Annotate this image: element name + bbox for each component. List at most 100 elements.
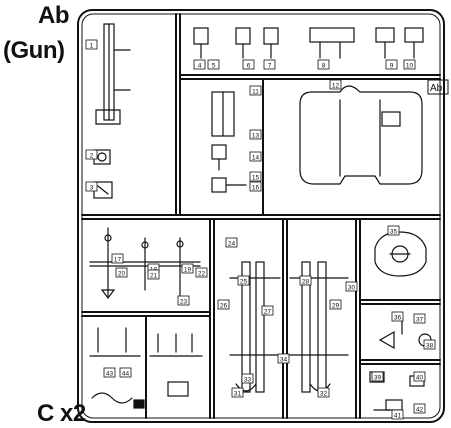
- part-number-label: 9: [390, 63, 394, 70]
- sprue-name-heading: (Gun): [3, 37, 65, 64]
- part-tag-28: 28: [299, 275, 312, 286]
- part-tag-27: 27: [261, 305, 274, 316]
- part-tag-26: 26: [217, 299, 230, 310]
- part-number-tags: 1234567891011121314151617181920212223242…: [85, 39, 436, 420]
- part-tag-3: 3: [85, 181, 98, 192]
- part-tag-30: 30: [345, 281, 358, 292]
- part-number-label: 19: [184, 267, 192, 274]
- part-tag-37: 37: [413, 313, 426, 324]
- part-number-label: 42: [416, 407, 424, 414]
- part-number-label: 36: [394, 315, 402, 322]
- part-number-label: 2: [90, 153, 94, 160]
- part-number-label: 29: [332, 303, 340, 310]
- part-tag-44: 44: [119, 367, 132, 378]
- part-number-label: 22: [198, 271, 206, 278]
- part-number-label: 12: [332, 83, 340, 90]
- part-tag-21: 21: [147, 269, 160, 280]
- part-tag-14: 14: [249, 151, 262, 162]
- part-number-label: 31: [234, 391, 242, 398]
- part-tag-23: 23: [177, 295, 190, 306]
- part-number-label: 26: [220, 303, 228, 310]
- part-number-label: 25: [240, 279, 248, 286]
- part-tag-8: 8: [317, 59, 330, 70]
- part-number-label: 39: [374, 375, 382, 382]
- part-number-label: 17: [114, 257, 122, 264]
- part-number-label: 43: [106, 371, 114, 378]
- lower-left-parts: [89, 227, 201, 299]
- part-tag-10: 10: [403, 59, 416, 70]
- part-number-label: 40: [416, 375, 424, 382]
- part-tag-2: 2: [85, 149, 98, 160]
- gun-cradle-part: [299, 85, 423, 185]
- part-number-label: 38: [426, 343, 434, 350]
- part-number-label: 6: [247, 63, 251, 70]
- part-tag-13: 13: [249, 129, 262, 140]
- part-tag-38: 38: [423, 339, 436, 350]
- part-number-label: 27: [264, 309, 272, 316]
- barrel-part: [95, 23, 131, 125]
- part-tag-19: 19: [181, 263, 194, 274]
- part-tag-31: 31: [231, 387, 244, 398]
- sprue-tag-text: Ab: [430, 83, 443, 94]
- part-number-label: 33: [244, 377, 252, 384]
- part-tag-40: 40: [413, 371, 426, 382]
- part-tag-4: 4: [193, 59, 206, 70]
- part-tag-35: 35: [387, 225, 400, 236]
- part-number-label: 41: [394, 413, 402, 420]
- part-number-label: 28: [302, 279, 310, 286]
- part-tag-17: 17: [111, 253, 124, 264]
- part-number-label: 44: [122, 371, 130, 378]
- part-number-label: 13: [252, 133, 260, 140]
- part-tag-15: 15: [249, 171, 262, 182]
- part-tag-32: 32: [317, 387, 330, 398]
- part-tag-24: 24: [225, 237, 238, 248]
- part-number-label: 5: [212, 63, 216, 70]
- part-tag-36: 36: [391, 311, 404, 322]
- part-number-label: 4: [198, 63, 202, 70]
- top-row-parts: [193, 27, 424, 59]
- part-number-label: 3: [90, 185, 94, 192]
- part-tag-39: 39: [371, 371, 384, 382]
- part-tag-42: 42: [413, 403, 426, 414]
- part-tag-29: 29: [329, 299, 342, 310]
- part-number-label: 11: [252, 89, 259, 96]
- part-number-label: 1: [90, 43, 94, 50]
- part-tag-9: 9: [385, 59, 398, 70]
- part-tag-22: 22: [195, 267, 208, 278]
- part-number-label: 23: [180, 299, 188, 306]
- part-tag-20: 20: [115, 267, 128, 278]
- part-tag-34: 34: [277, 353, 290, 364]
- part-tag-43: 43: [103, 367, 116, 378]
- part-number-label: 21: [150, 273, 158, 280]
- gear-part: [374, 231, 427, 277]
- part-number-label: 35: [390, 229, 398, 236]
- part-number-label: 24: [228, 241, 236, 248]
- part-number-label: 16: [252, 185, 260, 192]
- part-tag-7: 7: [263, 59, 276, 70]
- part-tag-41: 41: [391, 409, 404, 420]
- part-number-label: 37: [416, 317, 424, 324]
- part-tag-5: 5: [207, 59, 220, 70]
- bottom-left-parts: [89, 327, 203, 409]
- part-number-label: 7: [268, 63, 272, 70]
- part-tag-1: 1: [85, 39, 98, 50]
- part-number-label: 30: [348, 285, 356, 292]
- part-number-label: 15: [252, 175, 260, 182]
- part-tag-33: 33: [241, 373, 254, 384]
- part-number-label: 20: [118, 271, 126, 278]
- part-number-label: 14: [252, 155, 260, 162]
- part-tag-25: 25: [237, 275, 250, 286]
- sprue-runners: [81, 13, 441, 419]
- part-tag-12: 12: [329, 79, 342, 90]
- middle-left-parts: [211, 91, 247, 193]
- part-number-label: 32: [320, 391, 328, 398]
- sprue-code-heading: Ab: [38, 2, 70, 29]
- part-number-label: 34: [280, 357, 288, 364]
- sprue-tag: Ab: [427, 79, 449, 95]
- part-tag-6: 6: [242, 59, 255, 70]
- part-tag-16: 16: [249, 181, 262, 192]
- part-number-label: 10: [406, 63, 414, 70]
- part-number-label: 8: [322, 63, 326, 70]
- part-tag-11: 11: [249, 85, 262, 96]
